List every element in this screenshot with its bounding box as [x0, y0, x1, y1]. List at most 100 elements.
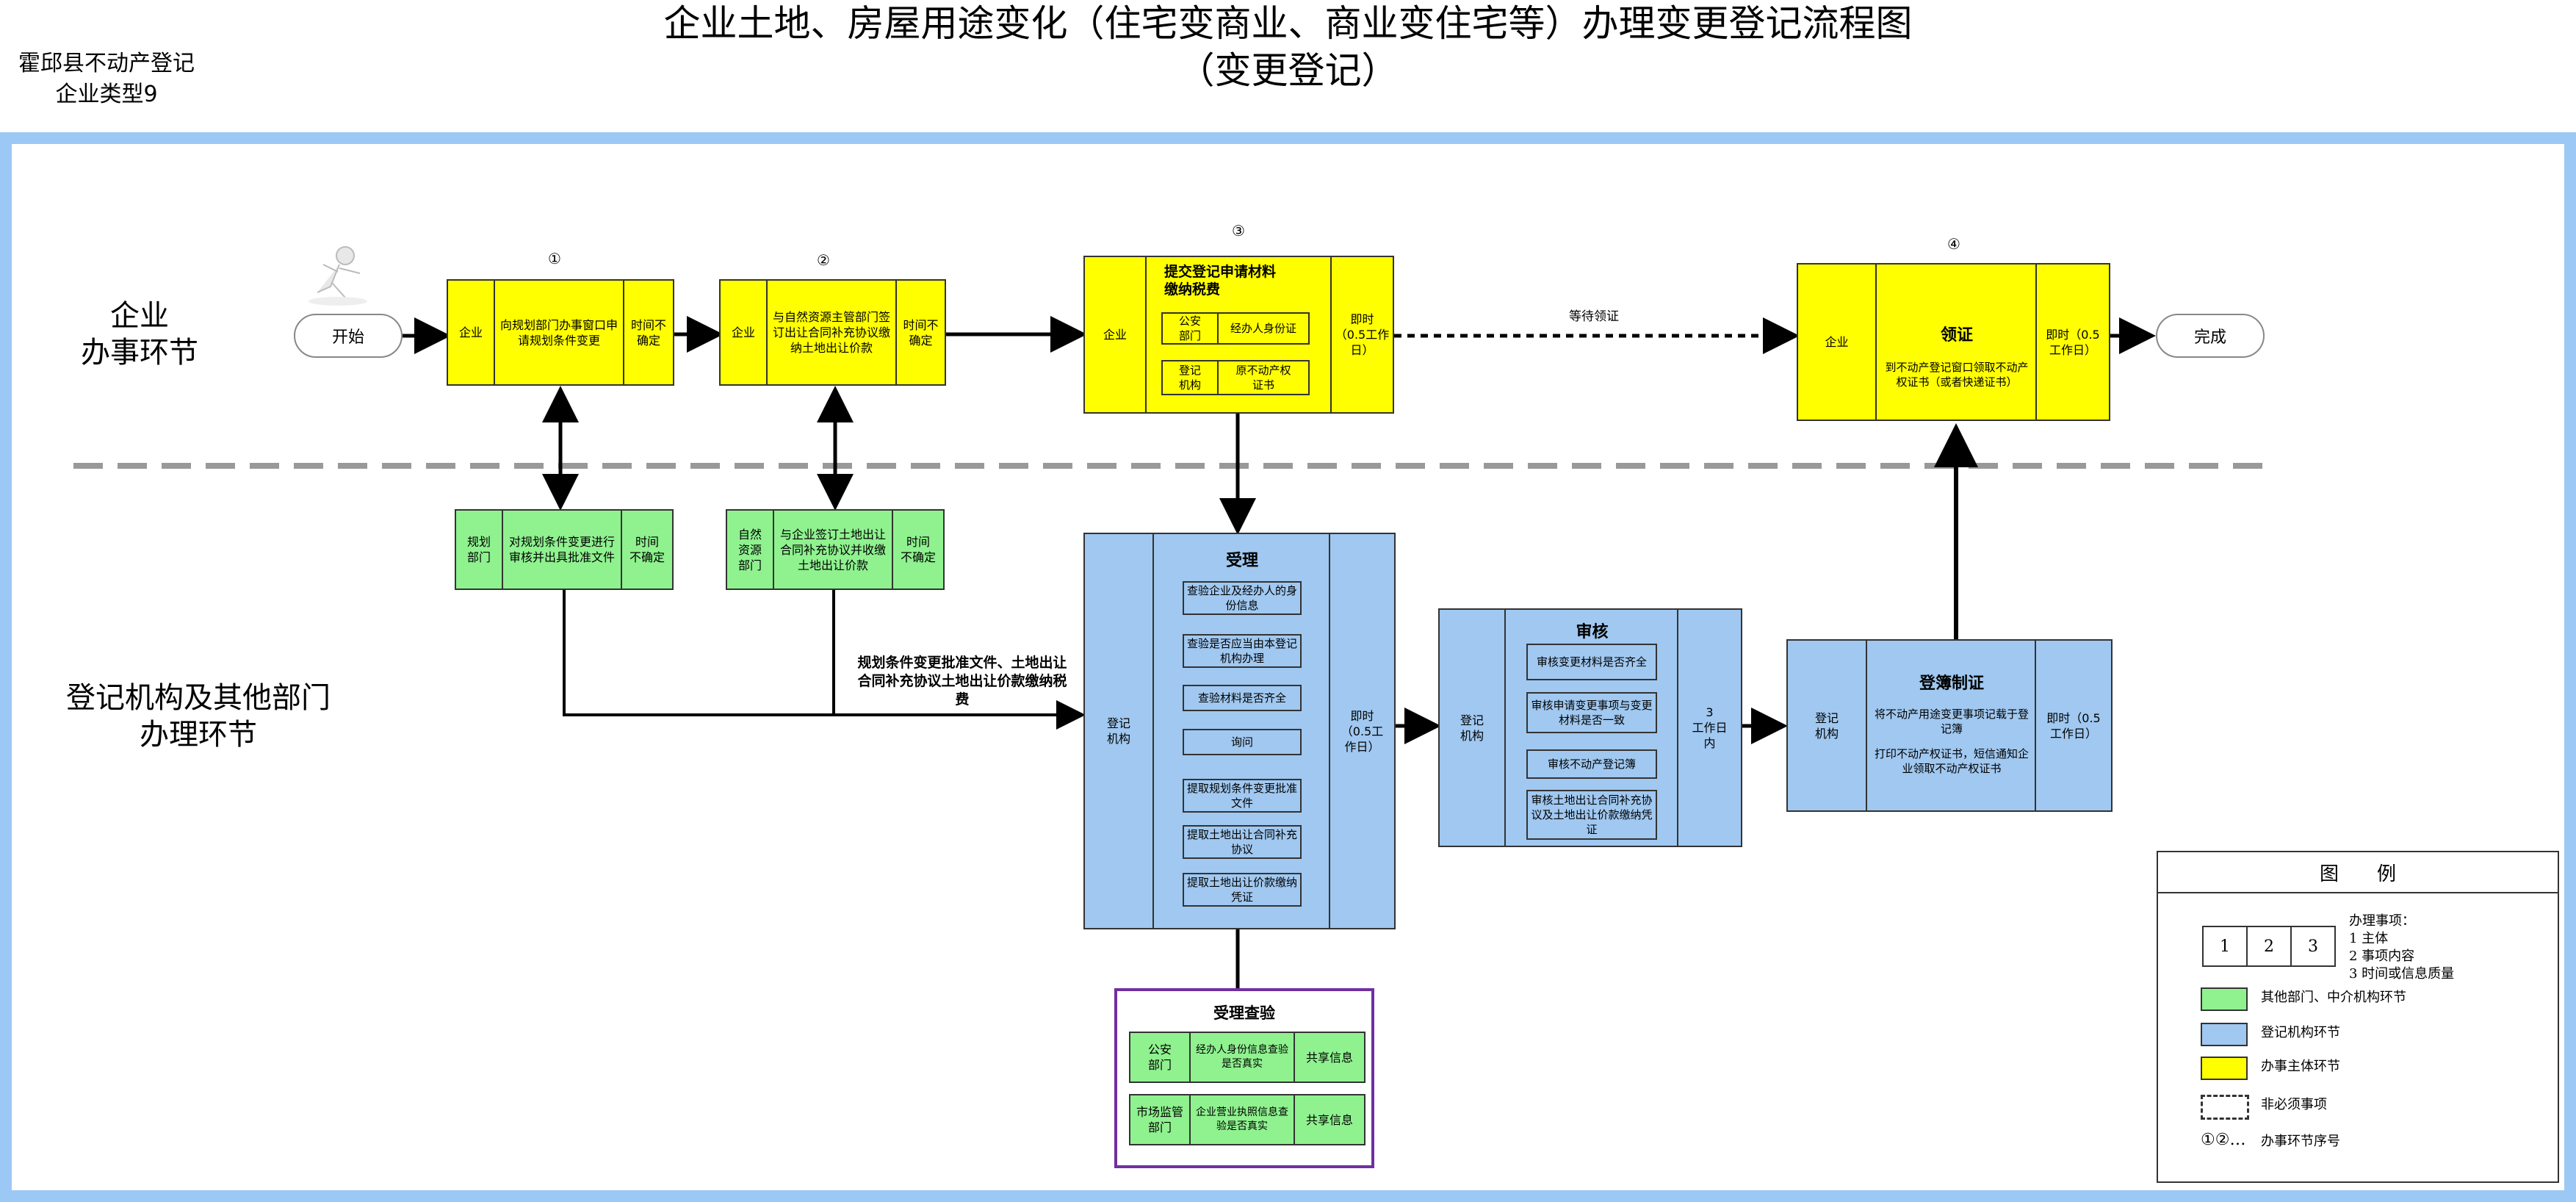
verify-box: 受理查验 公安 部门 经办人身份信息查验是否真实 共享信息 市场监管 部门 企业… [1114, 988, 1374, 1168]
step3-org-1: 公安 部门 [1161, 312, 1219, 345]
step3-title: 提交登记申请材料 缴纳税费 [1164, 264, 1277, 298]
verify-item-1: 经办人身份信息查验是否真实 [1191, 1033, 1295, 1082]
register-subject: 登记 机构 [1788, 641, 1867, 810]
legend-title: 图 例 [2158, 852, 2558, 893]
verify-org-2: 市场监管 部门 [1130, 1095, 1191, 1144]
review-item-2: 审核申请变更事项与变更材料是否一致 [1526, 692, 1657, 733]
verify-row-2: 市场监管 部门 企业营业执照信息查验是否真实 共享信息 [1129, 1094, 1365, 1145]
step4-title: 领证 [1940, 326, 1973, 345]
legend-seq-symbol: ①②… [2201, 1131, 2246, 1149]
accept-subject: 登记 机构 [1085, 534, 1154, 928]
legend-desc-3: 3 时间或信息质量 [2349, 966, 2455, 982]
page-subtitle: （变更登记） [1177, 49, 1399, 92]
verify-share-2: 共享信息 [1305, 1112, 1353, 1127]
verify-row-1: 公安 部门 经办人身份信息查验是否真实 共享信息 [1129, 1032, 1365, 1083]
lane-label-registry: 登记机构及其他部门 办理环节 [66, 681, 331, 752]
accept-item-7: 提取土地出让价款缴纳凭证 [1183, 873, 1302, 907]
diagram-frame [0, 132, 2576, 1202]
land-content: 与企业签订土地出让合同补充协议并收缴土地出让价款 [774, 511, 893, 589]
step1-time: 时间不确定 [630, 317, 666, 348]
register-time: 即时（0.5 工作日） [2046, 710, 2101, 741]
step1-number: ① [548, 250, 561, 267]
land-box: 自然 资源 部门 与企业签订土地出让合同补充协议并收缴土地出让价款 时间 不确定 [726, 509, 945, 590]
legend-green-label: 其他部门、中介机构环节 [2261, 990, 2406, 1005]
accept-item-1: 查验企业及经办人的身份信息 [1183, 581, 1302, 615]
legend-cell-2: 2 [2248, 927, 2292, 965]
accept-item-3: 查验材料是否齐全 [1183, 685, 1302, 711]
merge-label: 规划条件变更批准文件、土地出让合同补充协议土地出让价款缴纳税费 [857, 655, 1067, 708]
review-item-4: 审核土地出让合同补充协议及土地出让价款缴纳凭证 [1526, 790, 1657, 840]
plan-time: 时间 不确定 [629, 535, 665, 564]
step1-content: 向规划部门办事窗口申请规划条件变更 [495, 281, 624, 384]
verify-title: 受理查验 [1213, 1004, 1275, 1022]
step3-subject: 企业 [1085, 257, 1147, 412]
start-node: 开始 [294, 314, 403, 358]
step4-number: ④ [1947, 235, 1960, 253]
legend-cell-1: 1 [2204, 927, 2248, 965]
accept-item-6: 提取土地出让合同补充协议 [1183, 825, 1302, 859]
verify-org-1: 公安 部门 [1130, 1033, 1191, 1082]
step4-subject: 企业 [1798, 264, 1877, 420]
legend-blue-label: 登记机构环节 [2261, 1025, 2340, 1040]
legend-yellow-label: 办事主体环节 [2261, 1059, 2340, 1074]
step4-time: 即时（0.5 工作日） [2046, 327, 2100, 357]
legend-desc-1: 1 主体 [2349, 931, 2389, 946]
legend-cell-3: 3 [2308, 937, 2318, 956]
step1-box: 企业 向规划部门办事窗口申请规划条件变更 时间不确定 [447, 279, 674, 386]
county-label: 霍邱县不动产登记 [18, 51, 195, 76]
finish-node: 完成 [2156, 314, 2265, 358]
page-title: 企业土地、房屋用途变化（住宅变商业、商业变住宅等）办理变更登记流程图 [663, 2, 1913, 45]
lane-label-enterprise: 企业 办事环节 [81, 299, 198, 370]
register-p2: 打印不动产权证书，短信通知企业领取不动产权证书 [1874, 747, 2029, 775]
plan-content: 对规划条件变更进行审核并出具批准文件 [503, 511, 622, 589]
plan-subject: 规划 部门 [456, 511, 503, 589]
step4-content: 到不动产登记窗口领取不动产权证书（或者快递证书） [1885, 361, 2029, 389]
legend-seq-label: 办事环节序号 [2261, 1134, 2340, 1149]
review-item-3: 审核不动产登记簿 [1526, 749, 1657, 779]
step3-box: 企业 提交登记申请材料 缴纳税费 公安 部门 经办人身份证 登记 机构 原不动产… [1083, 256, 1394, 414]
accept-item-2: 查验是否应当由本登记机构办理 [1183, 634, 1302, 668]
accept-time: 即时 （0.5工 作日） [1341, 708, 1384, 754]
review-box: 登记 机构 审核 审核变更材料是否齐全 审核申请变更事项与变更材料是否一致 审核… [1438, 608, 1742, 847]
step1-subject: 企业 [448, 281, 495, 384]
review-title: 审核 [1576, 623, 1609, 641]
step2-subject: 企业 [721, 281, 768, 384]
legend-swatch-dashed [2201, 1095, 2249, 1120]
register-box: 登记 机构 登簿制证 将不动产用途变更事项记载于登记簿 打印不动产权证书，短信通… [1786, 639, 2113, 812]
review-item-1: 审核变更材料是否齐全 [1526, 644, 1657, 680]
step2-box: 企业 与自然资源主管部门签订出让合同补充协议缴纳土地出让价款 时间不确定 [719, 279, 946, 386]
step3-number: ③ [1232, 222, 1245, 240]
accept-box: 登记 机构 受理 查验企业及经办人的身份信息 查验是否应当由本登记机构办理 查验… [1083, 533, 1396, 929]
legend-box: 图 例 1 2 3 办理事项： 1 主体 2 事项内容 3 时间或信息质量 其他… [2157, 851, 2559, 1183]
step3-item-2: 原不动产权 证书 [1217, 360, 1310, 395]
review-time: 3 工作日 内 [1692, 705, 1728, 750]
step3-item-1: 经办人身份证 [1217, 312, 1310, 345]
step3-org-2: 登记 机构 [1161, 360, 1219, 395]
legend-desc-title: 办理事项： [2349, 913, 2415, 929]
step2-time: 时间不确定 [903, 317, 939, 348]
step2-content: 与自然资源主管部门签订出让合同补充协议缴纳土地出让价款 [768, 281, 897, 384]
review-subject: 登记 机构 [1440, 610, 1506, 846]
verify-item-2: 企业营业执照信息查验是否真实 [1191, 1095, 1295, 1144]
step4-box: 企业 领证 到不动产登记窗口领取不动产权证书（或者快递证书） 即时（0.5 工作… [1797, 263, 2110, 421]
register-p1: 将不动产用途变更事项记载于登记簿 [1874, 708, 2029, 735]
wait-label: 等待领证 [1569, 309, 1619, 324]
legend-desc-2: 2 事项内容 [2349, 949, 2415, 964]
plan-box: 规划 部门 对规划条件变更进行审核并出具批准文件 时间 不确定 [455, 509, 674, 590]
type-label: 企业类型9 [55, 82, 158, 107]
land-subject: 自然 资源 部门 [727, 511, 774, 589]
register-title: 登簿制证 [1919, 674, 1984, 693]
legend-swatch-yellow [2201, 1057, 2248, 1080]
legend-dashed-label: 非必须事项 [2261, 1097, 2327, 1112]
accept-title: 受理 [1225, 552, 1258, 570]
accept-item-5: 提取规划条件变更批准文件 [1183, 779, 1302, 813]
arrow-plan-accept [563, 590, 1086, 730]
accept-item-4: 询问 [1183, 729, 1302, 755]
verify-share-1: 共享信息 [1305, 1050, 1353, 1065]
step2-number: ② [817, 251, 830, 269]
runner-icon [309, 246, 367, 306]
legend-cells: 1 2 3 [2202, 926, 2336, 967]
legend-swatch-green [2201, 987, 2248, 1011]
land-time: 时间 不确定 [900, 535, 936, 564]
